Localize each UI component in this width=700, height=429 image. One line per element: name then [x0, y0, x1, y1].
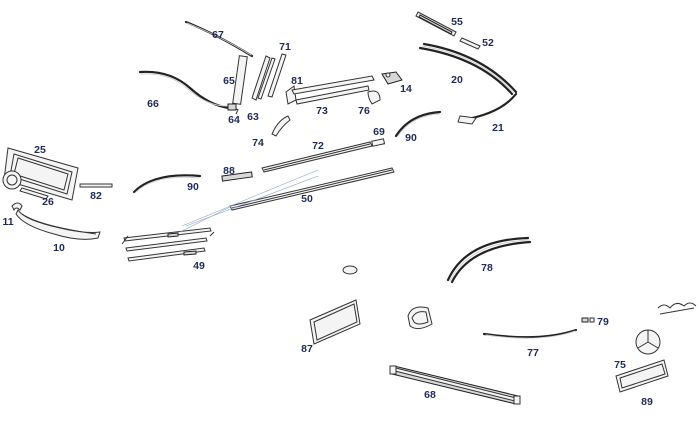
- callout-26: 26: [42, 196, 54, 208]
- callout-71: 71: [279, 41, 291, 53]
- part-77-trim: [482, 328, 578, 339]
- callout-25: 25: [34, 144, 46, 156]
- part-mirror-housing: [407, 306, 433, 330]
- part-49-strip-kit: [121, 227, 215, 262]
- part-76-corner: [367, 90, 381, 105]
- callout-10: 10: [53, 242, 65, 254]
- part-55-trim: [415, 11, 457, 37]
- callout-49: 49: [193, 260, 205, 272]
- callout-66: 66: [147, 98, 159, 110]
- callout-labels: 67 55 52 71 65 81 20 14 66 63 73 76 64 21 69 74 72 90 25 88…: [2, 16, 653, 408]
- part-73-strip: [291, 75, 375, 105]
- callout-78: 78: [481, 262, 493, 274]
- callout-79: 79: [597, 316, 609, 328]
- callout-21: 21: [492, 122, 504, 134]
- part-25-grille-frame: [3, 147, 79, 201]
- part-20-rear-trim: [418, 42, 518, 96]
- part-26-emblem: [2, 170, 49, 200]
- part-90-arch-right: [394, 110, 442, 138]
- part-14-bracket: [381, 71, 403, 85]
- part-52-trim: [459, 37, 481, 50]
- callout-67: 67: [212, 29, 224, 41]
- part-21-corner: [457, 92, 518, 125]
- part-75-star-emblem: [635, 329, 661, 355]
- part-72-rocker: [261, 141, 373, 173]
- callout-88: 88: [223, 165, 235, 177]
- part-63-pillar: [251, 55, 276, 101]
- part-81-bracket: [285, 85, 297, 105]
- leader-lines: [179, 169, 319, 233]
- part-65-pillar: [232, 55, 248, 105]
- part-67-trim: [184, 20, 254, 58]
- part-68-bumper-strip: [389, 365, 521, 405]
- part-79-clip: [581, 317, 595, 323]
- callout-68: 68: [424, 389, 436, 401]
- callout-77: 77: [527, 347, 539, 359]
- callout-55: 55: [451, 16, 463, 28]
- callout-20: 20: [451, 74, 463, 86]
- part-78-arch: [446, 236, 532, 284]
- callout-75: 75: [614, 359, 626, 371]
- callout-90: 90: [405, 132, 417, 144]
- callout-76: 76: [358, 105, 370, 117]
- part-10-bumper: [15, 208, 101, 240]
- part-71-strip: [267, 53, 287, 98]
- part-90-arch-left: [132, 174, 202, 194]
- callout-73: 73: [316, 105, 328, 117]
- part-69-cap: [371, 138, 386, 147]
- callout-50: 50: [301, 193, 313, 205]
- callout-11: 11: [2, 216, 13, 228]
- callout-81: 81: [291, 75, 303, 87]
- callout-69: 69: [373, 126, 385, 138]
- callout-87: 87: [301, 343, 313, 355]
- part-64-clip: [227, 103, 237, 111]
- part-11-clip: [11, 202, 23, 212]
- part-87-plate-holder: [309, 299, 361, 345]
- part-74-clip: [271, 115, 291, 137]
- callout-65: 65: [223, 75, 235, 87]
- callout-89: 89: [641, 396, 653, 408]
- callout-52: 52: [482, 37, 494, 49]
- center-emblem: [342, 265, 358, 275]
- model-script-badge: [657, 302, 697, 315]
- part-88-strip: [221, 171, 253, 182]
- callout-74: 74: [252, 137, 264, 149]
- callout-90: 90: [187, 181, 199, 193]
- part-89-plate-frame: [615, 359, 669, 393]
- part-82-strip: [79, 183, 113, 188]
- callout-72: 72: [312, 140, 324, 152]
- callout-64: 64: [228, 114, 240, 126]
- callout-14: 14: [400, 83, 412, 95]
- callout-63: 63: [247, 111, 259, 123]
- callout-82: 82: [90, 190, 102, 202]
